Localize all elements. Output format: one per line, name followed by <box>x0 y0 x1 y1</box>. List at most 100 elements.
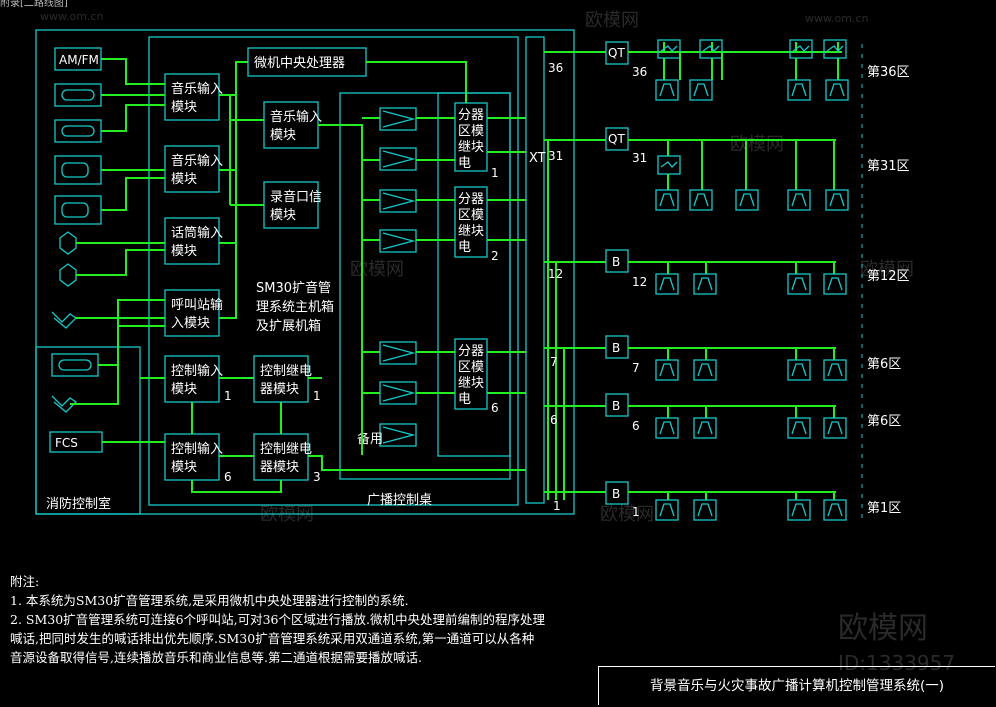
speaker-icon <box>735 189 759 211</box>
watermark-id: ID:1333957 <box>838 651 955 675</box>
note-line: 1. 本系统为SM30扩音管理系统,是采用微机中央处理器进行控制的系统. <box>10 593 409 608</box>
svg-text:音乐输入: 音乐输入 <box>171 153 223 169</box>
tuner-label: AM/FM <box>59 53 99 67</box>
zone-number: 12 <box>632 275 647 289</box>
svg-text:分器: 分器 <box>458 344 484 359</box>
svg-text:控制继电: 控制继电 <box>260 442 312 457</box>
svg-text:1: 1 <box>491 166 499 180</box>
top-fragment: 附录[二路线图] <box>0 0 68 9</box>
svg-text:B: B <box>612 255 620 269</box>
host-label: SM30扩音管 <box>256 280 331 296</box>
volume-control-icon <box>657 155 681 175</box>
splitter-column-frame <box>437 92 511 457</box>
notes-heading: 附注: <box>10 574 40 589</box>
module-number: 3 <box>313 470 321 484</box>
zone-number: 7 <box>632 361 640 375</box>
speaker-icon <box>655 417 679 439</box>
amplifier <box>379 381 417 405</box>
speaker-icon <box>823 359 847 381</box>
speaker-icon <box>693 359 717 381</box>
drawing-title: 背景音乐与火灾事故广播计算机控制管理系统(一) <box>598 666 995 705</box>
svg-text:继块: 继块 <box>458 224 484 239</box>
speaker-icon <box>787 79 811 101</box>
broadcast-desk-frame <box>339 92 511 480</box>
volume-control-icon <box>823 39 847 59</box>
speaker-icon <box>823 417 847 439</box>
source-devices: AM/FM FCS <box>49 47 103 453</box>
zone-number: 36 <box>632 65 647 79</box>
zone-36-branch: QT 36 第36区 <box>605 39 910 101</box>
watermark-brand-large: 欧模网 <box>838 611 928 646</box>
microphone-icon <box>59 231 77 255</box>
svg-text:区模: 区模 <box>458 124 484 139</box>
xt-terminal-bar <box>525 36 545 504</box>
fire-control-room-label: 消防控制室 <box>46 496 111 512</box>
speaker-icon <box>825 189 849 211</box>
zone-31-branch: QT 31 第31区 <box>605 127 910 211</box>
splitter-module-6 <box>454 338 488 410</box>
splitter-module-2 <box>454 186 488 258</box>
svg-text:QT: QT <box>608 46 625 60</box>
svg-text:区模: 区模 <box>458 208 484 223</box>
watermark-brand: 欧模网 <box>860 259 914 280</box>
speaker-icon <box>655 499 679 521</box>
amplifier <box>379 341 417 365</box>
splitter-module-1 <box>454 102 488 172</box>
amplifier-spare <box>379 423 417 447</box>
microphone-icon <box>59 263 77 287</box>
svg-text:微机中央处理器: 微机中央处理器 <box>254 56 345 71</box>
zone-number: 31 <box>632 151 647 165</box>
speaker-icon <box>655 79 679 101</box>
speaker-icon <box>693 273 717 295</box>
bus-number: 1 <box>553 499 561 513</box>
svg-text:模块: 模块 <box>171 460 197 475</box>
zone-label: 第12区 <box>867 269 910 284</box>
svg-text:区模: 区模 <box>458 360 484 375</box>
zone-7-branch: B 7 第6区 <box>605 335 901 381</box>
svg-text:B: B <box>612 399 620 413</box>
svg-text:分器: 分器 <box>458 108 484 123</box>
cd-player-1 <box>54 155 102 185</box>
bus-number: 36 <box>548 61 563 75</box>
svg-text:音乐输入: 音乐输入 <box>270 109 322 125</box>
note-line: 音源设备取得信号,连续播放音乐和商业信息等.第二通道根据需要播放喊话. <box>10 650 422 665</box>
cassette-deck-1 <box>54 83 102 107</box>
input-modules: 音乐输入 模块 音乐输入 模块 话筒输入 模块 呼叫站输 入模块 控制输入 模块… <box>164 73 232 484</box>
svg-text:控制输入: 控制输入 <box>171 441 223 457</box>
svg-text:模块: 模块 <box>171 382 197 397</box>
svg-text:B: B <box>612 341 620 355</box>
zone-label: 第6区 <box>867 414 901 429</box>
amplifier <box>379 147 417 171</box>
cassette-deck-2 <box>54 119 102 143</box>
mic-input-module <box>164 217 220 265</box>
watermark-brand: 欧模网 <box>730 134 784 155</box>
watermark-brand: 欧模网 <box>350 259 404 280</box>
broadcast-desk-label: 广播控制桌 <box>367 493 432 508</box>
speaker-icon <box>823 273 847 295</box>
host-label: 及扩展机箱 <box>256 318 321 334</box>
speaker-icon <box>787 359 811 381</box>
speaker-icon <box>655 359 679 381</box>
module-number: 1 <box>224 389 232 403</box>
call-station-icon <box>51 311 78 329</box>
svg-text:模块: 模块 <box>171 172 197 187</box>
splitter-modules: 分器 区模 继块 电 1 分器 区模 继块 电 2 分器 区模 继块 电 6 X… <box>454 102 546 415</box>
volume-control-icon <box>789 39 813 59</box>
svg-text:模块: 模块 <box>270 128 296 143</box>
speaker-icon <box>787 273 811 295</box>
svg-text:电: 电 <box>458 156 471 171</box>
zone-1-branch: B 1 第1区 <box>605 481 901 521</box>
note-line: 2. SM30扩音管理系统可连接6个呼叫站,可对36个区域进行播放.微机中央处理… <box>10 612 545 627</box>
svg-text:控制继电: 控制继电 <box>260 364 312 379</box>
watermark-url: www.om.cn <box>40 10 103 23</box>
bus-number: 31 <box>548 149 563 163</box>
svg-text:音乐输入: 音乐输入 <box>171 81 223 97</box>
notes: 附注: 1. 本系统为SM30扩音管理系统,是采用微机中央处理器进行控制的系统.… <box>10 572 545 667</box>
zone-number: 6 <box>632 419 640 433</box>
speaker-icon <box>825 79 849 101</box>
svg-text:器模块: 器模块 <box>260 460 299 475</box>
bus-number: 12 <box>548 267 563 281</box>
zone-label: 第6区 <box>867 357 901 372</box>
fire-room-frame <box>35 346 141 515</box>
